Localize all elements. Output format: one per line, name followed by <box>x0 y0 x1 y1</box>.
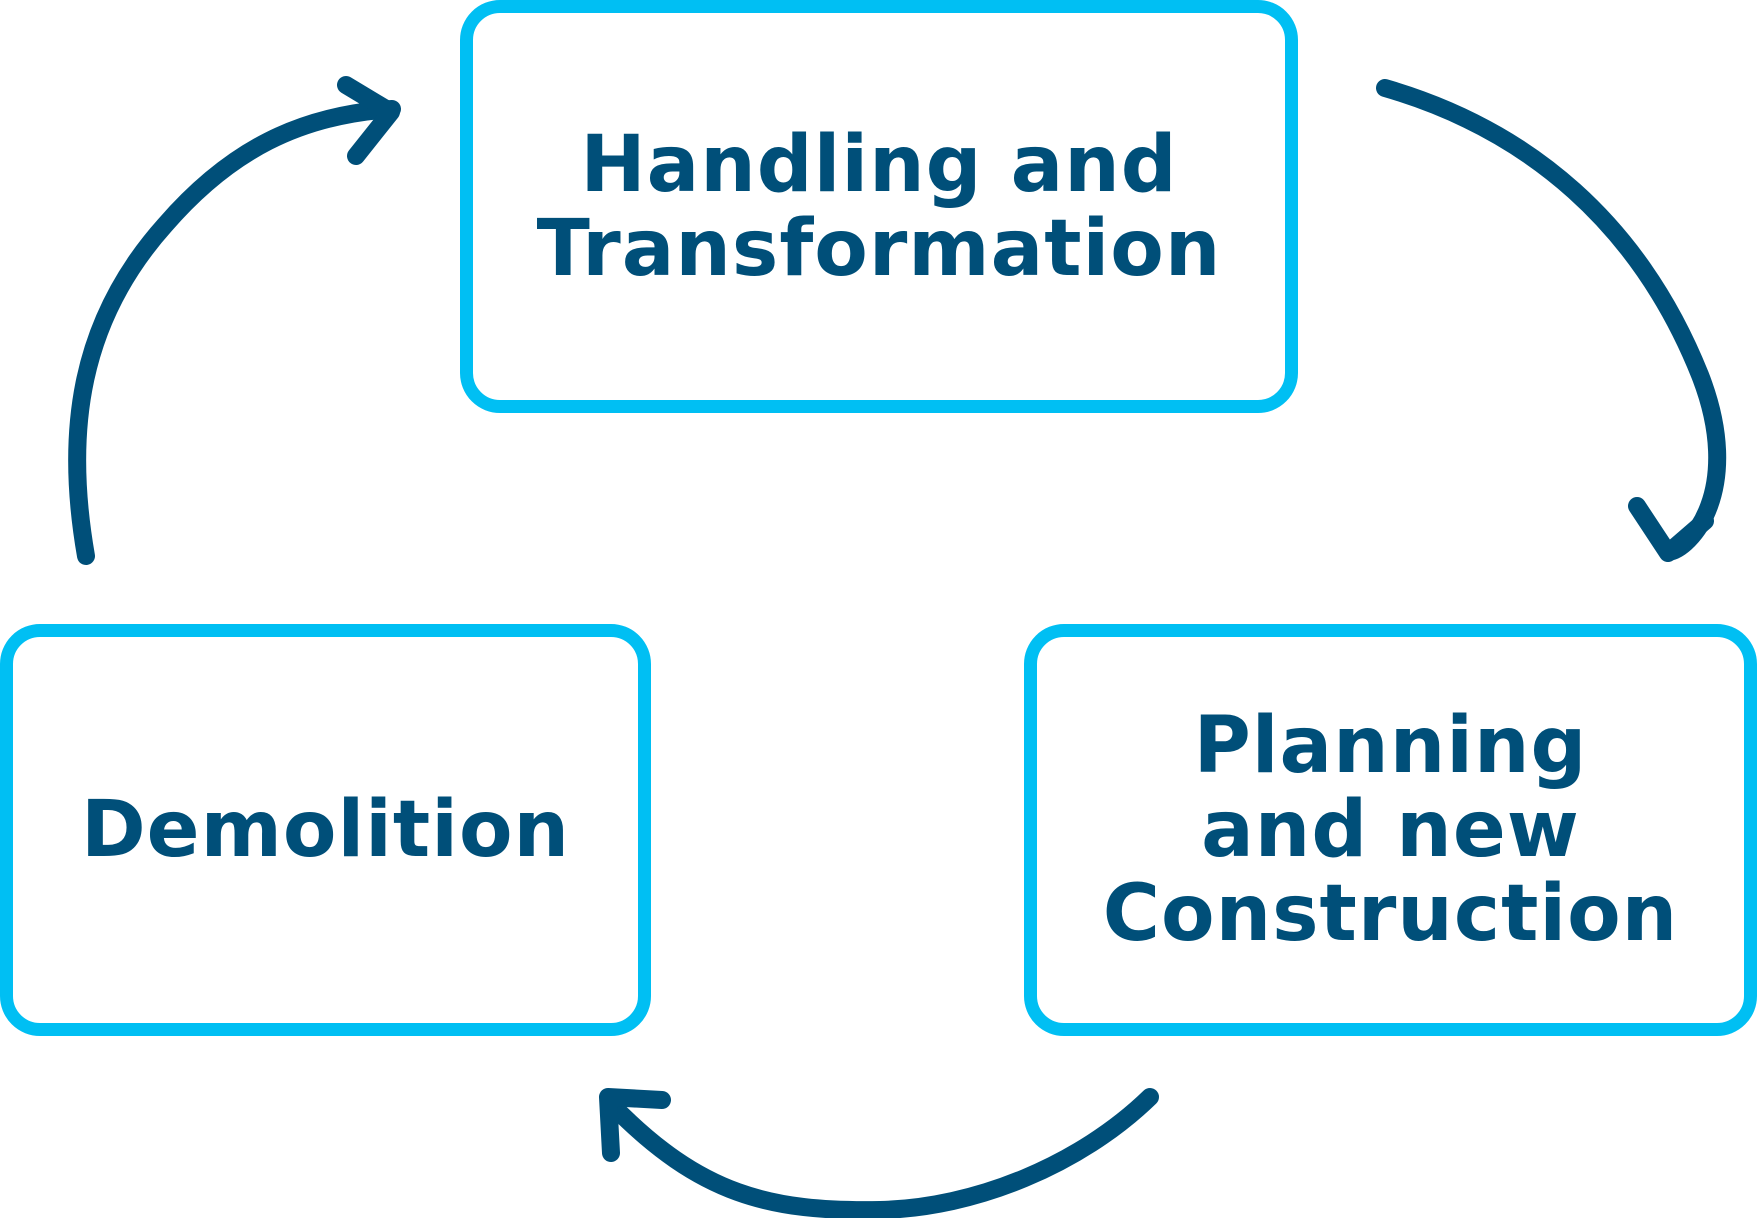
arrowhead-planning-to-demolition <box>599 1088 671 1162</box>
arrowhead-demolition-to-handling <box>337 76 400 165</box>
edge-arrow-planning-to-demolition <box>603 1088 1159 1218</box>
arrowhead-handling-to-planning <box>1628 497 1714 562</box>
node-planning-and-new-construction: Planning and new Construction <box>1024 624 1757 1036</box>
edge-arrow-demolition-to-handling <box>68 100 401 565</box>
node-demolition: Demolition <box>0 624 651 1036</box>
node-label-demolition: Demolition <box>80 785 571 875</box>
node-label-handling-and-transformation: Handling and Transformation <box>536 119 1222 294</box>
node-label-planning-and-new-construction: Planning and new Construction <box>1102 701 1679 959</box>
edge-arrow-handling-to-planning <box>1376 79 1727 561</box>
node-handling-and-transformation: Handling and Transformation <box>460 0 1298 413</box>
